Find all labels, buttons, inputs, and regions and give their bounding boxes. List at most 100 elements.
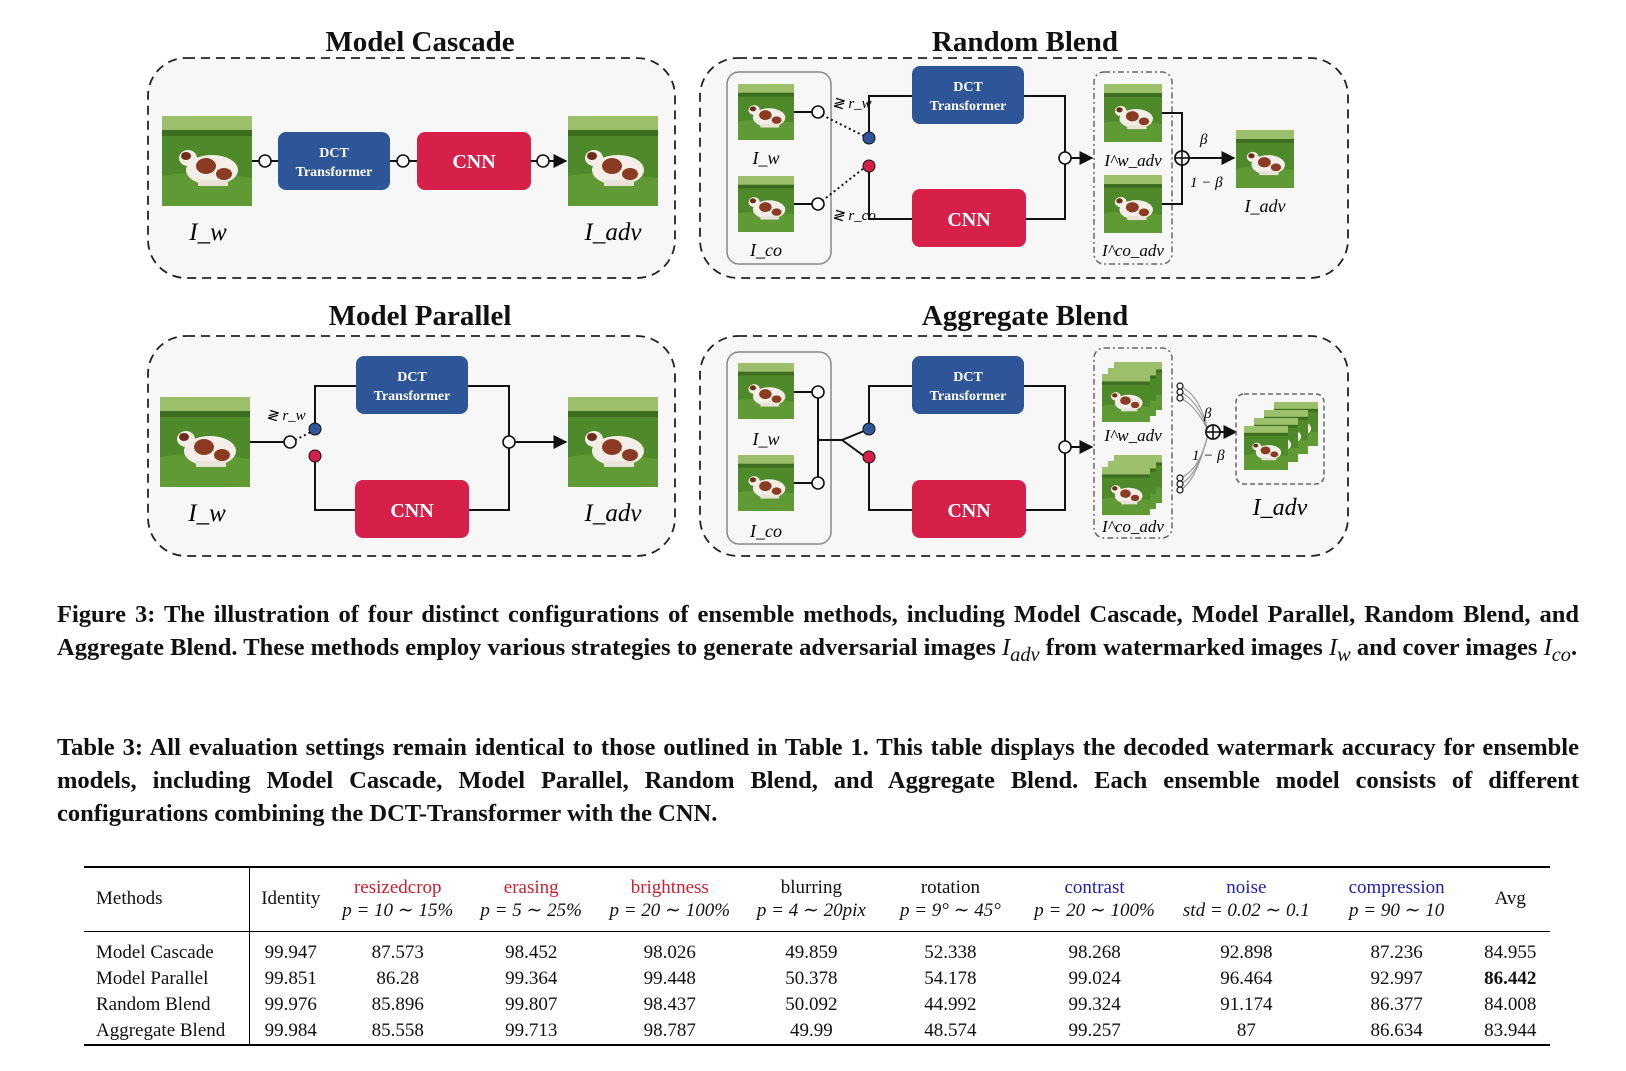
value-cell: 50.092 — [785, 993, 838, 1015]
column-name: brightness — [630, 876, 709, 898]
value-cell: 87.236 — [1370, 941, 1423, 963]
value-cell: 84.008 — [1484, 993, 1537, 1015]
column-header: Methods — [84, 867, 251, 931]
value-cell: 48.574 — [924, 1019, 977, 1041]
image-adversarial — [568, 397, 658, 487]
column-name: erasing — [503, 876, 559, 898]
math-i-adv: Iadv — [1001, 634, 1040, 666]
column-name: noise — [1226, 876, 1267, 898]
cnn-block — [355, 480, 469, 538]
switch-node-blue — [862, 131, 876, 145]
adv-output-box — [1235, 393, 1325, 485]
value-cell: 84.955 — [1484, 941, 1537, 963]
image-stack-adv-cover — [1102, 467, 1150, 515]
image-cover — [738, 176, 794, 232]
value-cell: 98.787 — [643, 1019, 696, 1041]
cnn-label: CNN — [390, 500, 434, 522]
label-i-adv-w: I^w_adv — [1103, 151, 1162, 170]
connector-node — [811, 197, 825, 211]
cnn-block — [912, 480, 1026, 538]
label-i-w: I_w — [752, 429, 780, 449]
threshold-r-w: ≷ r_w — [832, 96, 872, 112]
image-stack-adversarial — [1244, 426, 1288, 470]
value-cell: 98.268 — [1068, 941, 1121, 963]
value-cell: 86.634 — [1370, 1019, 1423, 1041]
threshold-r-co: ≷ r_co — [832, 208, 876, 224]
image-stack-adv-watermarked — [1102, 374, 1150, 422]
method-cell: Random Blend — [84, 991, 251, 1018]
dct-label: DCT — [953, 370, 983, 385]
column-header: Avg — [1470, 867, 1550, 931]
figure-caption-text: and cover images — [1356, 634, 1538, 661]
transformer-label: Transformer — [930, 389, 1007, 404]
column-name: compression — [1348, 876, 1445, 898]
image-adversarial — [568, 116, 658, 206]
label-i-w: I_w — [187, 500, 226, 527]
panel-title-model-cascade: Model Cascade — [325, 26, 515, 58]
label-one-minus-beta: 1 − β — [1190, 175, 1223, 191]
switch-node-red — [862, 450, 876, 464]
figure-caption-text: from watermarked images — [1045, 634, 1323, 661]
dct-label: DCT — [953, 80, 983, 95]
panel-title-aggregate-blend: Aggregate Blend — [921, 300, 1129, 332]
adv-group-box — [1093, 347, 1173, 539]
label-i-adv: I_adv — [584, 500, 643, 527]
value-cell: 99.807 — [505, 993, 558, 1015]
switch-node-blue — [308, 422, 322, 436]
column-name: Avg — [1494, 888, 1526, 910]
value-cell: 99.976 — [264, 993, 317, 1015]
column-param: p = 9° ∼ 45° — [899, 899, 1001, 921]
figure-caption-text: Figure 3: The illustration of four disti… — [57, 601, 1579, 661]
label-i-adv: I_adv — [1244, 196, 1286, 216]
column-name: contrast — [1064, 876, 1125, 898]
connector-node — [811, 476, 825, 490]
label-i-co: I_co — [749, 521, 782, 541]
connector-node — [1058, 440, 1072, 454]
column-name: resizedcrop — [353, 876, 442, 898]
dct-transformer-block — [356, 356, 468, 414]
value-cell: 99.984 — [264, 1019, 317, 1041]
value-cell: 54.178 — [924, 967, 977, 989]
switch-node-blue — [862, 422, 876, 436]
input-group-box — [726, 71, 832, 265]
label-beta: β — [1203, 406, 1212, 422]
value-cell: 99.364 — [505, 967, 558, 989]
column-param: p = 4 ∼ 20pix — [756, 899, 866, 921]
image-adv-cover — [1104, 175, 1162, 233]
value-cell: 99.257 — [1068, 1019, 1121, 1041]
connector-node — [536, 154, 550, 168]
value-cell: 50.378 — [785, 967, 838, 989]
image-watermarked — [738, 84, 794, 140]
dct-transformer-block — [912, 66, 1024, 124]
cnn-label: CNN — [947, 500, 991, 522]
image-adv-watermarked — [1104, 84, 1162, 142]
label-i-co: I_co — [749, 240, 782, 260]
column-param: p = 20 ∼ 100% — [1034, 899, 1155, 921]
panel-title-model-parallel: Model Parallel — [328, 300, 512, 332]
transformer-label: Transformer — [930, 99, 1007, 114]
math-i-co: Ico — [1543, 634, 1572, 666]
column-name: rotation — [920, 876, 980, 898]
column-param: p = 20 ∼ 100% — [609, 899, 731, 921]
value-cell: 98.437 — [643, 993, 696, 1015]
figure-caption: Figure 3: The illustration of four disti… — [57, 601, 1579, 666]
dct-label: DCT — [397, 370, 427, 385]
value-cell: 52.338 — [924, 941, 977, 963]
method-cell: Model Cascade — [84, 931, 251, 966]
cnn-label: CNN — [452, 151, 496, 173]
value-cell: 49.859 — [785, 941, 838, 963]
label-i-w: I_w — [188, 219, 227, 246]
adv-group-box — [1093, 71, 1173, 265]
method-cell: Model Parallel — [84, 965, 251, 992]
value-cell: 99.448 — [643, 967, 696, 989]
connector-node — [811, 105, 825, 119]
value-cell: 92.898 — [1220, 941, 1273, 963]
panel-model-parallel — [147, 335, 676, 557]
